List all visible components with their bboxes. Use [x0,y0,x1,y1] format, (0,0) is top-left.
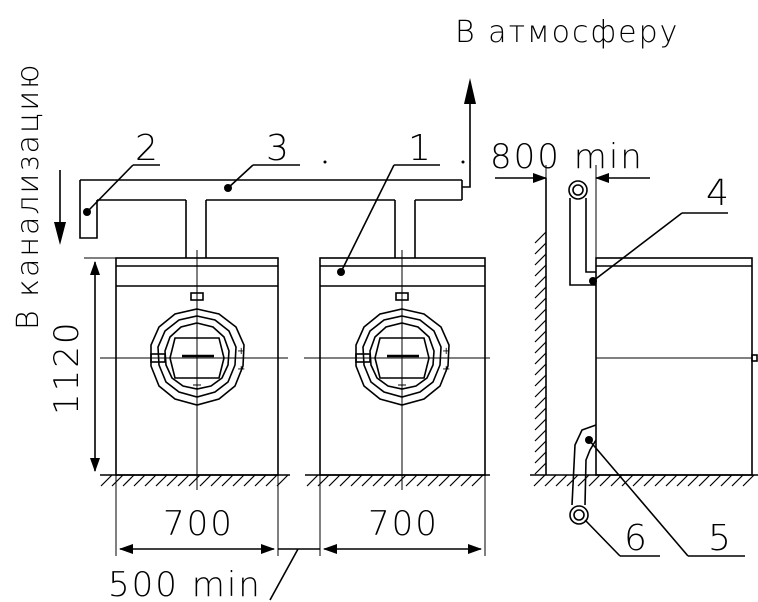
width-right-label: 700 [368,504,439,544]
callout-leaders-top [83,164,440,276]
callout-leaders-side [584,212,745,557]
callout-3: 3 [266,128,289,169]
collector-pipe [79,179,463,258]
callout-6: 6 [624,518,647,559]
washer-left: + + [100,250,288,490]
gap-dimension-label: 500 min [108,565,262,602]
callout-1: 1 [408,128,431,169]
depth-dimension-label: 800 min [490,137,644,177]
height-dimension-label: 1120 [47,320,87,415]
plus-mark: + [442,364,450,375]
to-sewer-label: В канализацию [11,63,46,330]
exhaust-arrow [462,78,476,188]
drain-arrow [54,170,66,245]
side-floor-hatching [533,474,755,487]
side-view [530,178,758,525]
depth-dimension [495,165,650,260]
callout-5: 5 [708,518,731,559]
callout-4: 4 [706,173,729,214]
plus-mark: + [442,346,450,357]
plus-mark: + [237,364,245,375]
height-dimension [84,257,116,472]
floor-hatching [100,474,484,487]
wall-hatching [534,231,547,475]
width-left-label: 700 [163,504,234,544]
callout-2: 2 [135,128,158,169]
width-dimensions [115,475,486,601]
plus-mark: + [237,346,245,357]
washer-right: + + [304,250,490,490]
to-atmosphere-label: В атмосферу [455,15,679,50]
